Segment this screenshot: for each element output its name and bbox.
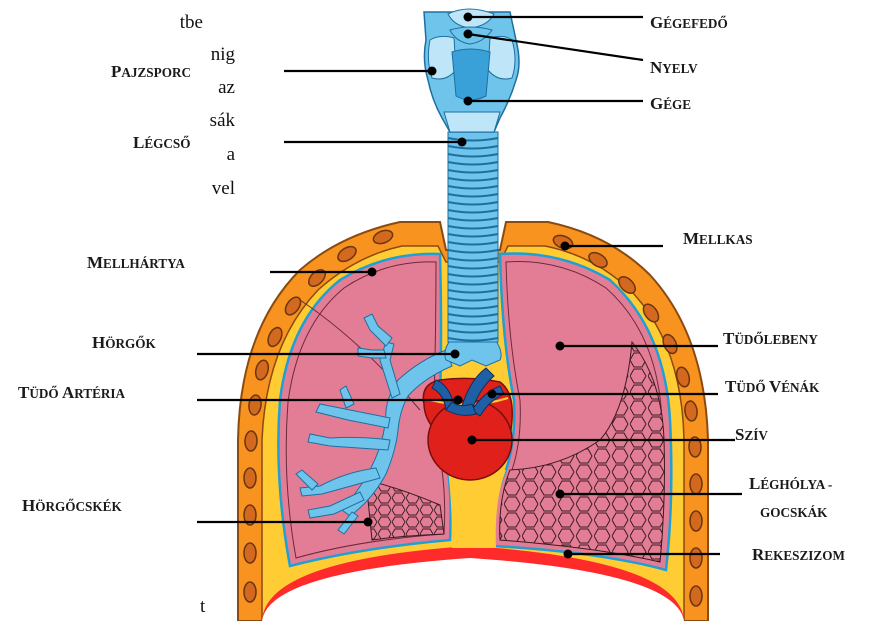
text-fragment: tbe <box>180 12 203 33</box>
text-fragment: az <box>218 77 235 98</box>
label-legholyagocskak: LÉGHÓLYA - <box>749 474 832 493</box>
text-fragment: t <box>200 596 206 617</box>
text-fragment: sák <box>210 110 236 131</box>
left-text-fragments: tbe nig az sák a vel t <box>180 12 236 617</box>
text-fragment: a <box>227 144 236 165</box>
label-horgocskek: HÖRGŐCSKÉK <box>22 496 122 515</box>
label-mellhartya: MELLHÁRTYA <box>87 253 185 272</box>
larynx <box>424 9 519 132</box>
label-tudolebeny: TÜDŐLEBENY <box>723 329 818 348</box>
label-tudo-arteria: TÜDŐ ARTÉRIA <box>18 383 126 402</box>
label-gege: GÉGE <box>650 94 691 113</box>
label-horgok: HÖRGŐK <box>92 333 157 352</box>
text-fragment: vel <box>212 178 235 199</box>
label-gegefedo: GÉGEFEDŐ <box>650 13 728 32</box>
label-nyelv: NYELV <box>650 58 698 77</box>
trachea <box>448 132 498 342</box>
label-pajzsporc: PAJZSPORC <box>111 62 191 81</box>
label-rekeszizom: REKESZIZOM <box>752 545 845 564</box>
label-mellkas: MELLKAS <box>683 229 753 248</box>
label-tudo-venak: TÜDŐ VÉNÁK <box>725 377 820 396</box>
label-legcso: LÉGCSŐ <box>133 133 191 152</box>
label-legholyagocskak-line2: GOCSKÁK <box>760 505 828 520</box>
text-fragment: nig <box>211 44 236 65</box>
label-sziv: SZÍV <box>735 425 768 444</box>
